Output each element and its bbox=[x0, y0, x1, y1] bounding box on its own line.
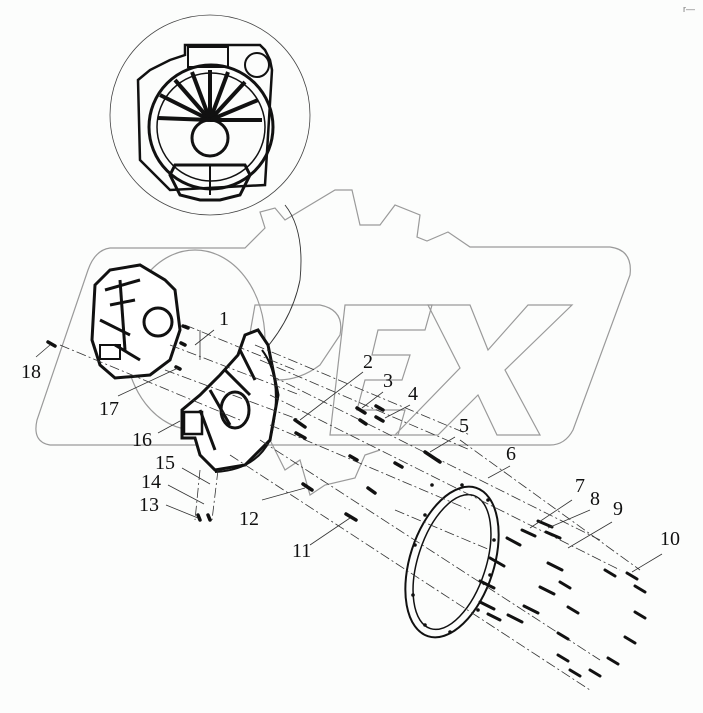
callout-3: 3 bbox=[383, 370, 393, 392]
callout-9: 9 bbox=[613, 498, 623, 520]
timing-cover bbox=[90, 263, 182, 380]
leader-lines bbox=[35, 329, 663, 573]
detail-inset bbox=[109, 14, 311, 216]
callout-6: 6 bbox=[506, 443, 516, 465]
flywheel-housing bbox=[180, 328, 280, 473]
gasket-holes bbox=[411, 483, 496, 634]
callout-11: 11 bbox=[292, 540, 312, 562]
gasket-ring bbox=[404, 485, 500, 639]
callout-16: 16 bbox=[132, 429, 152, 451]
callout-2: 2 bbox=[363, 351, 373, 373]
callout-14: 14 bbox=[141, 471, 161, 493]
callout-12: 12 bbox=[239, 508, 259, 530]
callout-10: 10 bbox=[660, 528, 680, 550]
bolts bbox=[46, 324, 442, 522]
callout-5: 5 bbox=[459, 415, 469, 437]
callout-17: 17 bbox=[99, 398, 119, 420]
callout-18: 18 bbox=[21, 361, 41, 383]
callout-8: 8 bbox=[590, 488, 600, 510]
bolt-grid bbox=[478, 519, 647, 678]
callout-13: 13 bbox=[139, 494, 159, 516]
callout-15: 15 bbox=[155, 452, 175, 474]
callout-1: 1 bbox=[219, 308, 229, 330]
callout-7: 7 bbox=[575, 475, 585, 497]
callout-4: 4 bbox=[408, 383, 418, 405]
axis-lines bbox=[59, 324, 641, 691]
corner-mark: r— bbox=[683, 4, 695, 14]
